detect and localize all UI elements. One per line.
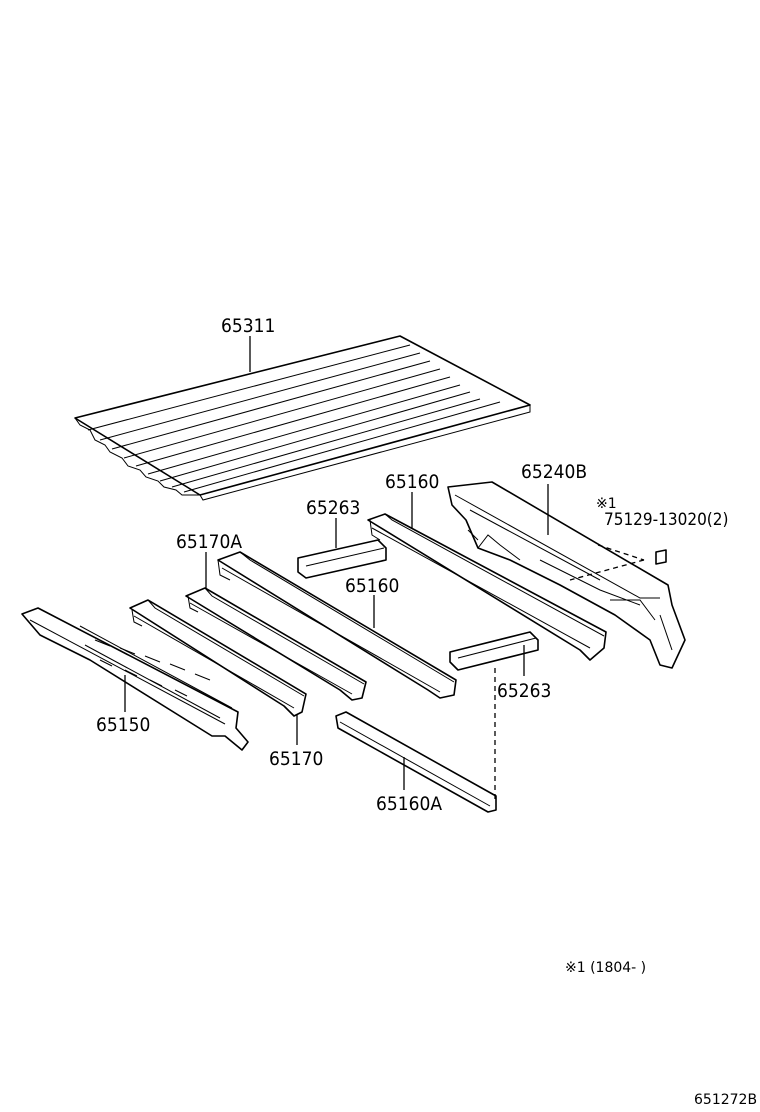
label-65160a: 65160A [376,793,442,815]
diagram-code: 651272B [694,1092,757,1108]
label-65263-lower: 65263 [497,680,551,702]
crossmember-a [185,587,367,701]
clip-part [655,549,667,565]
marker-1: ※1 [596,496,617,512]
footnote: ※1 (1804- ) [565,960,646,976]
side-sill-middle [217,551,457,699]
label-65170: 65170 [269,748,323,770]
leader-75129-upper [597,544,645,561]
label-65160-mid: 65160 [345,575,399,597]
label-75129: 75129-13020(2) [604,510,728,530]
label-65263-upper: 65263 [306,497,360,519]
label-65240b: 65240B [521,461,587,483]
label-65170a: 65170A [176,531,242,553]
leader-75129-lower [569,559,645,581]
label-65311: 65311 [221,315,275,337]
label-65150: 65150 [96,714,150,736]
label-65160-top: 65160 [385,471,439,493]
bracket-lower [449,631,539,671]
side-sill-lower [335,711,497,813]
rear-cross-member [447,481,686,669]
crossmember-b [129,599,307,717]
front-cross-member [21,607,249,751]
bed-floor-panel [74,335,531,501]
bracket-upper [297,539,387,579]
side-sill-upper [367,513,607,661]
